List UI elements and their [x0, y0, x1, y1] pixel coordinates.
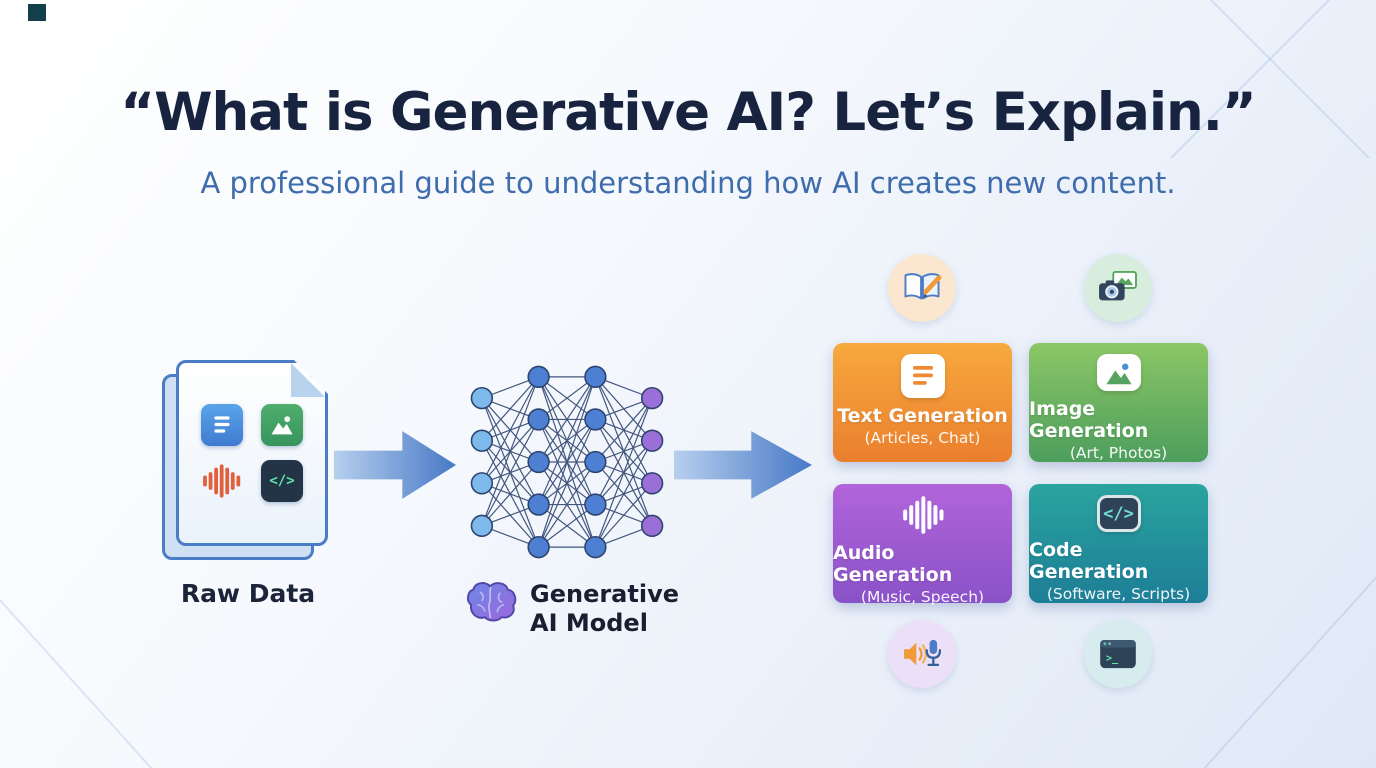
- code-glyph: </>: [269, 473, 295, 489]
- card-subtitle: (Software, Scripts): [1046, 585, 1191, 603]
- code-glyph: </>: [1103, 503, 1134, 524]
- card-title: Audio Generation: [833, 542, 953, 586]
- output-card-text-generation: Text Generation (Articles, Chat): [833, 343, 1012, 462]
- card-title: Text Generation: [837, 405, 1008, 427]
- code-icon: </>: [261, 460, 303, 502]
- terminal-icon: >_: [1084, 620, 1152, 688]
- model-label-group: Generative AI Model: [464, 580, 679, 639]
- model-label: Generative AI Model: [530, 580, 679, 639]
- text-document-icon: [900, 354, 945, 398]
- image-icon: [261, 404, 303, 446]
- page-subtitle: A professional guide to understanding ho…: [200, 166, 1176, 200]
- flow-arrow-right: [674, 431, 812, 499]
- image-photo-icon: [1096, 354, 1141, 391]
- output-card-image-generation: Image Generation (Art, Photos): [1029, 343, 1208, 462]
- model-label-line2: AI Model: [530, 609, 648, 638]
- output-card-audio-generation: Audio Generation (Music, Speech): [833, 484, 1012, 606]
- page-title: “What is Generative AI? Let’s Explain.”: [120, 82, 1256, 143]
- model-label-line1: Generative: [530, 580, 679, 608]
- card-subtitle: (Music, Speech): [860, 588, 985, 606]
- decorative-corner-square: [28, 4, 46, 21]
- code-brackets-icon: </>: [1096, 495, 1141, 532]
- document-front-sheet: </>: [176, 360, 328, 546]
- neural-network-diagram: [470, 365, 664, 559]
- card-title: Image Generation: [1029, 398, 1149, 442]
- book-pencil-icon: [888, 254, 956, 322]
- card-title: Code Generation: [1029, 539, 1149, 583]
- raw-data-label: Raw Data: [180, 579, 316, 608]
- card-subtitle: (Articles, Chat): [864, 429, 981, 447]
- audio-waveform-icon: [901, 495, 945, 535]
- document-icon: [201, 404, 243, 446]
- output-card-code-generation: </> Code Generation (Software, Scripts): [1029, 484, 1208, 603]
- raw-data-illustration: </>: [162, 360, 332, 562]
- brain-icon: [467, 582, 517, 622]
- raw-data-icon-grid: </>: [179, 363, 325, 543]
- terminal-prompt-glyph: >_: [1106, 653, 1119, 665]
- flow-arrow-left: [334, 431, 456, 499]
- speaker-microphone-icon: [888, 620, 956, 688]
- camera-photo-icon: [1084, 254, 1152, 322]
- decorative-diagonal-line: [1202, 531, 1376, 768]
- card-subtitle: (Art, Photos): [1069, 444, 1168, 462]
- audio-waveform-icon: [201, 460, 243, 502]
